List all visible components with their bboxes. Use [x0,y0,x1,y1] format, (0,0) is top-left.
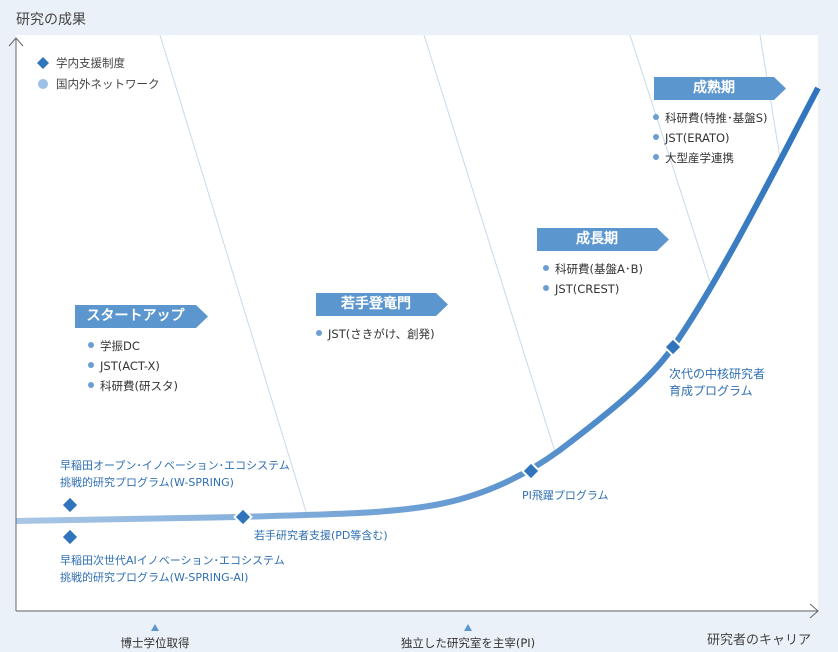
x-axis-title: 研究者のキャリア [707,633,812,648]
legend-item: 学内支援制度 [36,55,125,71]
program-label: 挑戦的研究プログラム(W-SPRING-AI) [60,571,249,584]
milestone-triangle-icon [464,624,472,631]
stage-banner-startup: スタートアップ [75,305,208,328]
program-wspring: 早稲田オープン･イノベーション･エコシステム 挑戦的研究プログラム(W-SPRI… [60,457,290,491]
divider-line [423,34,557,456]
program-label: 早稲田オープン･イノベーション･エコシステム [60,459,290,472]
diamond-marker [521,461,541,481]
program-label: 次代の中核研究者 [669,367,766,381]
legend-item: 国内外ネットワーク [38,76,160,92]
stage-list: 科研費(基盤A･B) JST(CREST) [543,259,643,299]
x-axis-arrow [809,603,819,619]
stage-banner-growth: 成長期 [537,228,669,251]
career-curve [15,86,821,524]
milestone-triangle-icon [151,624,159,631]
list-item: JST(CREST) [543,279,643,299]
program-label: 挑戦的研究プログラム(W-SPRING) [60,476,234,489]
milestone-pi: 独立した研究室を主宰(PI) [400,636,536,650]
circle-icon [38,79,48,89]
list-item: JST(ACT-X) [88,356,178,376]
program-wspring-ai: 早稲田次世代AIイノベーション･エコシステム 挑戦的研究プログラム(W-SPRI… [60,552,285,586]
program-label: 育成プログラム [669,384,753,398]
list-item: 大型産学連携 [653,148,768,168]
program-label: 早稲田次世代AIイノベーション･エコシステム [60,554,285,567]
list-item: 科研費(研スタ) [88,376,178,396]
program-core: 次代の中核研究者 育成プログラム [669,366,765,400]
y-axis-title: 研究の成果 [16,12,86,28]
diamond-icon [36,56,50,70]
diamond-marker [663,337,683,357]
list-item: 科研費(基盤A･B) [543,259,643,279]
list-item: JST(ERATO) [653,128,768,148]
legend-label: 学内支援制度 [56,56,125,70]
list-item: 科研費(特推･基盤S) [653,108,768,128]
diamond-marker [233,507,253,527]
stage-banner-mature: 成熟期 [654,77,786,100]
list-item: JST(さきがけ、創発) [316,324,435,344]
stage-list: 科研費(特推･基盤S) JST(ERATO) 大型産学連携 [653,108,768,168]
milestone-phd: 博士学位取得 [120,636,190,650]
stage-banner-young: 若手登竜門 [316,293,448,316]
diamond-marker [60,495,80,515]
divider-line [159,34,308,516]
diamond-marker [60,527,80,547]
program-young: 若手研究者支援(PD等含む) [254,529,388,542]
stage-list: JST(さきがけ、創発) [316,324,435,344]
stage-dividers [159,34,781,516]
list-item: 学振DC [88,336,178,356]
program-pi: PI飛躍プログラム [522,489,609,502]
y-axis-arrow [8,37,24,47]
stage-list: 学振DC JST(ACT-X) 科研費(研スタ) [88,336,178,396]
legend-label: 国内外ネットワーク [56,77,160,91]
